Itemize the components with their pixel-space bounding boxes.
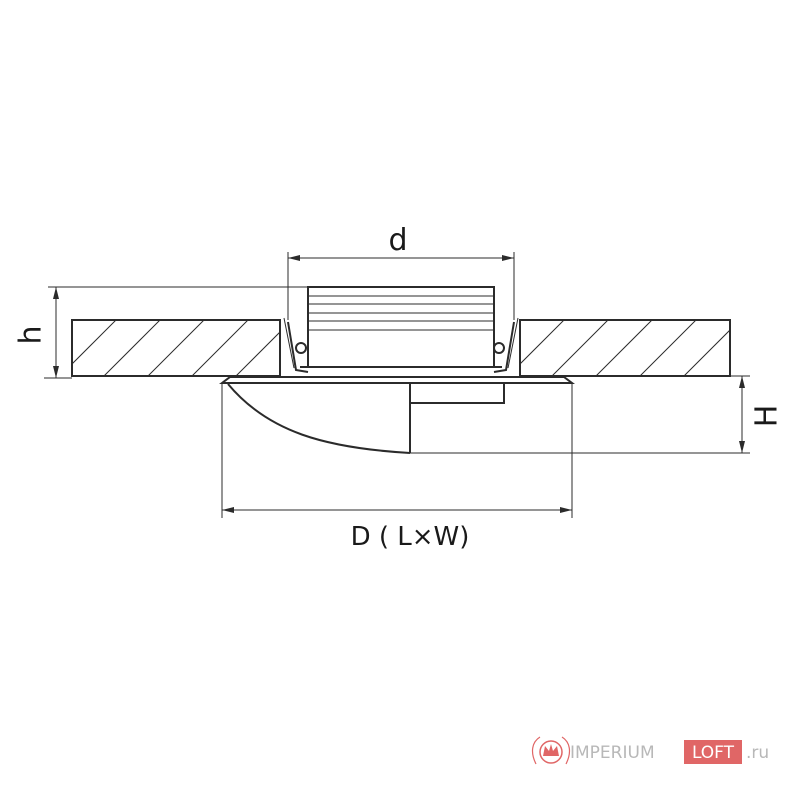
watermark-box-text: LOFT bbox=[692, 743, 735, 763]
crown-logo-icon bbox=[531, 736, 571, 765]
fixture-trim bbox=[219, 376, 575, 454]
hatch-left bbox=[72, 320, 280, 376]
hatch-right bbox=[520, 320, 730, 376]
watermark-brand: IMPERIUM bbox=[570, 743, 655, 763]
dimension-H bbox=[410, 375, 750, 454]
watermark-domain: .ru bbox=[746, 743, 769, 763]
label-D: D ( L×W) bbox=[351, 522, 470, 552]
dimension-D bbox=[221, 383, 573, 518]
spring-clip-right bbox=[493, 317, 519, 373]
ceiling-right bbox=[519, 319, 731, 377]
label-d: d bbox=[388, 223, 407, 258]
fixture-housing bbox=[300, 286, 502, 368]
watermark-box bbox=[684, 740, 742, 764]
dimension-h bbox=[44, 286, 308, 379]
watermark: IMPERIUM LOFT .ru bbox=[531, 736, 769, 765]
label-h: h bbox=[14, 325, 49, 344]
ceiling-left bbox=[71, 319, 281, 377]
dimension-d bbox=[287, 252, 515, 320]
spring-clip-left bbox=[283, 317, 309, 373]
label-H: H bbox=[750, 405, 785, 428]
